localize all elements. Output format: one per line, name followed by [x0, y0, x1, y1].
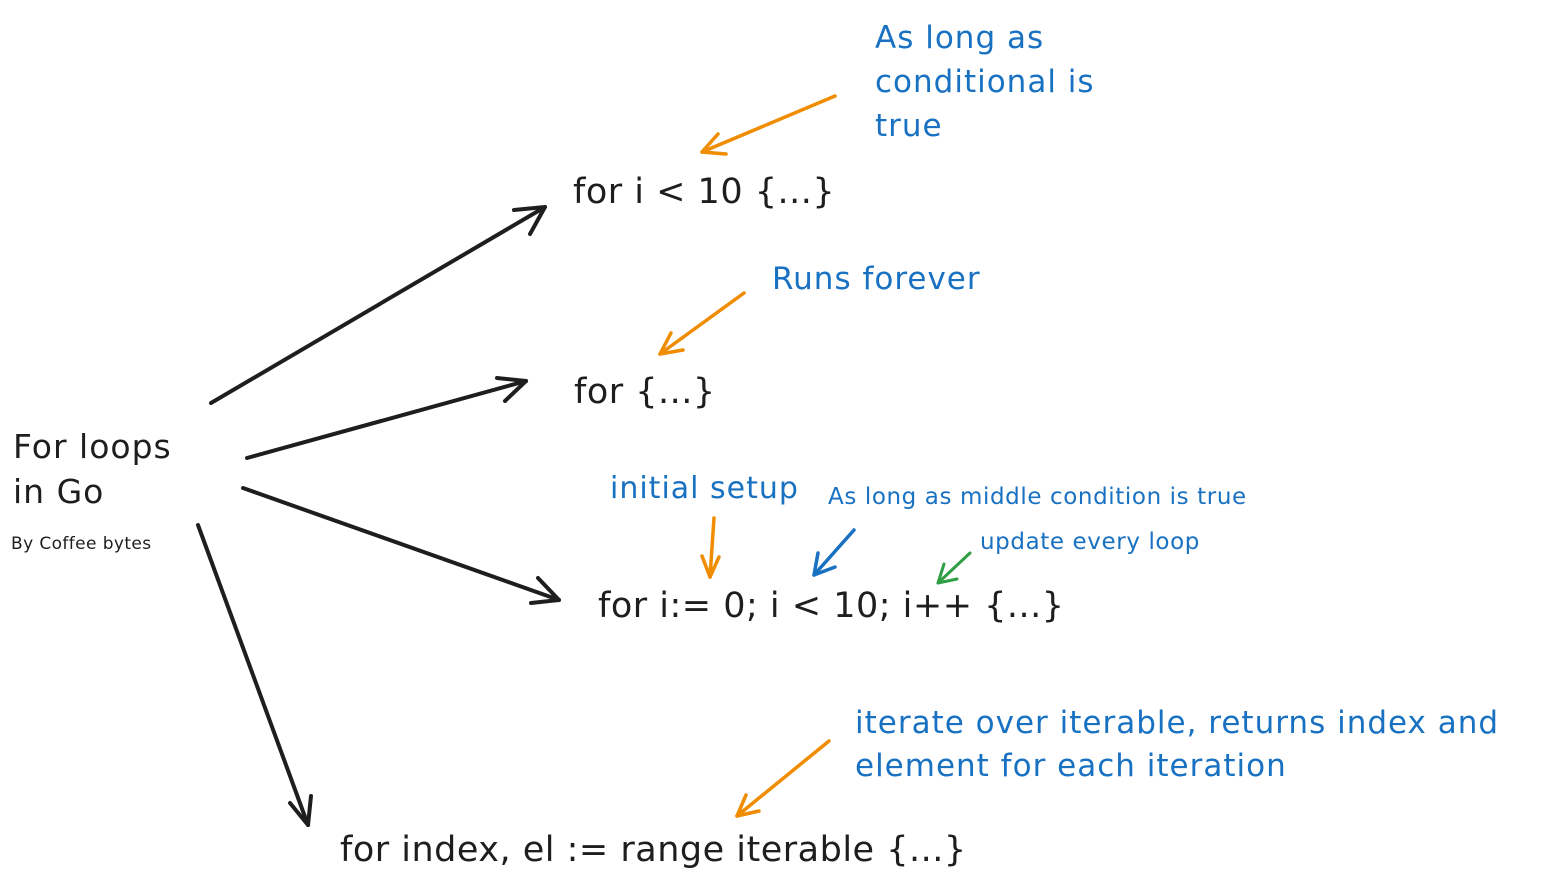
arrow-initial-setup: [700, 516, 721, 579]
arrow-to-conditional-loop: [209, 205, 547, 405]
title-block: For loops in Go: [13, 424, 172, 514]
note-conditional-line-3: true: [875, 108, 943, 144]
arrow-range-note: [735, 739, 831, 818]
arrow-to-range-loop: [196, 523, 313, 827]
arrow-update: [936, 551, 972, 585]
note-range-line-2: element for each iteration: [855, 748, 1287, 784]
note-conditional: As long as conditional is true: [875, 16, 1095, 148]
arrow-to-forever-loop: [245, 376, 528, 460]
arrow-to-classic-loop: [241, 486, 561, 605]
note-conditional-line-2: conditional is: [875, 64, 1095, 100]
loop-forever: for {...}: [574, 372, 716, 412]
note-range: iterate over iterable, returns index and…: [855, 702, 1499, 788]
loop-classic: for i:= 0; i < 10; i++ {...}: [598, 586, 1065, 626]
note-range-line-1: iterate over iterable, returns index and: [855, 705, 1500, 741]
note-middle-condition: As long as middle condition is true: [828, 484, 1247, 510]
loop-range: for index, el := range iterable {...}: [340, 830, 967, 870]
loop-conditional: for i < 10 {...}: [573, 172, 836, 212]
byline: By Coffee bytes: [11, 534, 152, 554]
arrow-middle-condition: [812, 528, 856, 577]
title-line-2: in Go: [13, 472, 105, 511]
note-forever: Runs forever: [772, 261, 981, 297]
title-line-1: For loops: [13, 427, 172, 466]
note-conditional-line-1: As long as: [875, 20, 1045, 56]
note-initial-setup: initial setup: [610, 471, 799, 506]
arrow-conditional-note: [700, 94, 837, 156]
arrow-forever-note: [658, 291, 746, 356]
note-update: update every loop: [980, 529, 1200, 555]
